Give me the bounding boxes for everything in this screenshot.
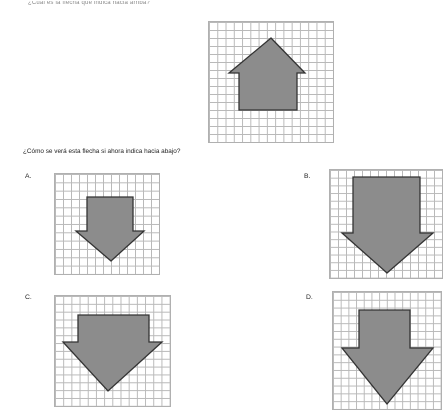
option-d-grid[interactable] bbox=[332, 291, 442, 410]
option-b-down-arrow bbox=[340, 176, 435, 274]
option-a-down-arrow bbox=[74, 196, 146, 262]
option-a-grid[interactable] bbox=[54, 173, 160, 275]
option-b-label: B. bbox=[304, 173, 311, 180]
option-d-label: D. bbox=[306, 294, 313, 301]
question-text: ¿Cómo se verá esta flecha si ahora indic… bbox=[23, 148, 181, 155]
up-arrow-figure bbox=[227, 37, 307, 111]
option-d-down-arrow bbox=[340, 309, 435, 406]
header-faint-text: ¿Cuál es la flecha que indica hacia arri… bbox=[28, 1, 150, 6]
option-c-label: C. bbox=[25, 294, 32, 301]
option-a-label: A. bbox=[25, 173, 32, 180]
option-c-down-arrow bbox=[61, 314, 164, 392]
reference-figure-grid bbox=[208, 21, 334, 143]
option-c-grid[interactable] bbox=[54, 295, 171, 407]
option-b-grid[interactable] bbox=[329, 169, 443, 279]
